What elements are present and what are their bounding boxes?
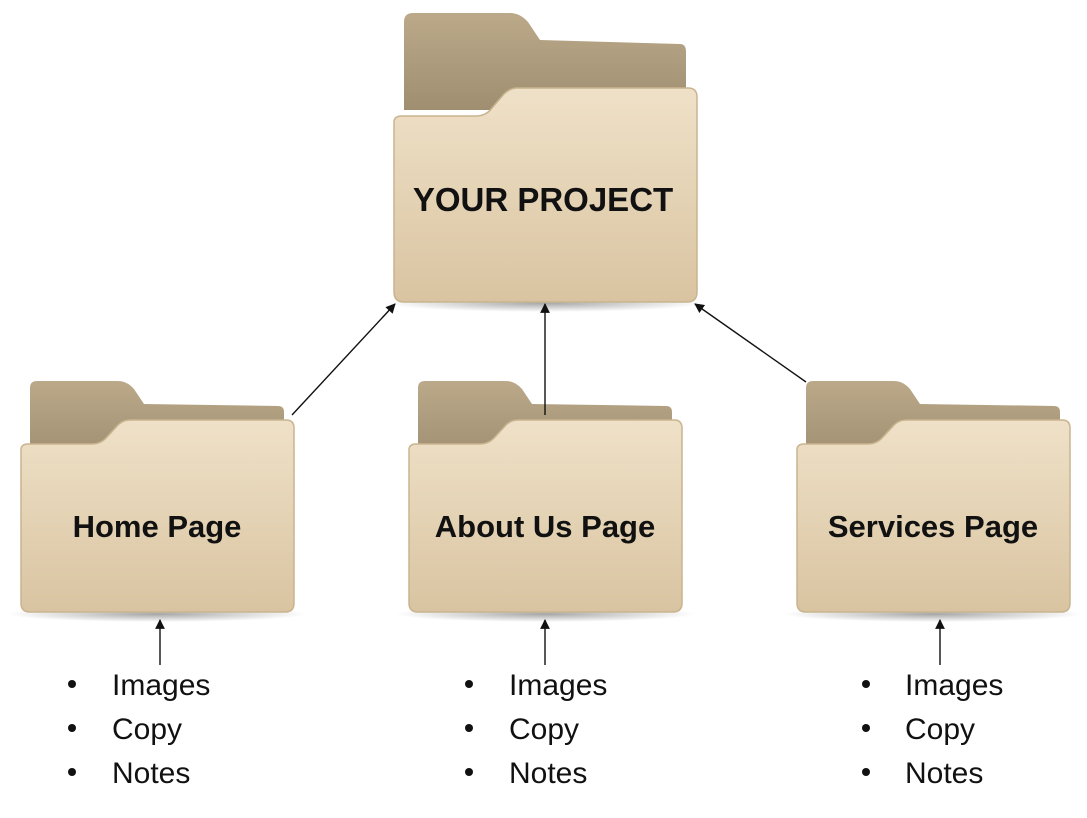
- folder-front-icon: [408, 419, 683, 613]
- folder-services-page[interactable]: Services Page: [783, 381, 1083, 622]
- list-item: Copy: [862, 713, 975, 746]
- list-item-label: Copy: [509, 713, 579, 746]
- list-item-label: Notes: [112, 757, 190, 790]
- folder-label: About Us Page: [435, 509, 655, 544]
- folder-front-icon: [393, 87, 698, 303]
- list-item-label: Images: [112, 669, 210, 702]
- root-folder[interactable]: YOUR PROJECT: [385, 13, 705, 312]
- about-us-page-items-list: Images Copy Notes: [465, 669, 607, 790]
- bullet-icon: [862, 724, 870, 732]
- bullet-icon: [465, 724, 473, 732]
- arrow-home-to-root: [291, 303, 396, 416]
- list-item-label: Images: [509, 669, 607, 702]
- list-item: Images: [68, 669, 210, 702]
- folder-back-icon: [404, 13, 686, 110]
- list-item-label: Images: [905, 669, 1003, 702]
- list-item-label: Notes: [509, 757, 587, 790]
- home-page-items-list: Images Copy Notes: [68, 669, 210, 790]
- list-item-label: Notes: [905, 757, 983, 790]
- bullet-icon: [862, 768, 870, 776]
- folder-front-icon: [20, 419, 295, 613]
- list-item: Notes: [862, 757, 983, 790]
- services-page-items-list: Images Copy Notes: [862, 669, 1003, 790]
- folder-label: Services Page: [828, 509, 1038, 544]
- list-item: Notes: [465, 757, 587, 790]
- bullet-icon: [68, 680, 76, 688]
- list-item: Copy: [465, 713, 579, 746]
- folder-front-icon: [796, 419, 1071, 613]
- list-item: Notes: [68, 757, 190, 790]
- bullet-icon: [862, 680, 870, 688]
- bullet-icon: [465, 768, 473, 776]
- list-item: Copy: [68, 713, 182, 746]
- folder-label: Home Page: [73, 509, 242, 544]
- bullet-icon: [465, 680, 473, 688]
- folder-home-page[interactable]: Home Page: [7, 381, 307, 622]
- bullet-icon: [68, 768, 76, 776]
- list-item: Images: [862, 669, 1003, 702]
- folder-about-us-page[interactable]: About Us Page: [395, 381, 695, 622]
- list-item: Images: [465, 669, 607, 702]
- list-item-label: Copy: [112, 713, 182, 746]
- root-folder-label: YOUR PROJECT: [413, 181, 673, 218]
- bullet-icon: [68, 724, 76, 732]
- arrow-services-to-root: [694, 303, 807, 383]
- list-item-label: Copy: [905, 713, 975, 746]
